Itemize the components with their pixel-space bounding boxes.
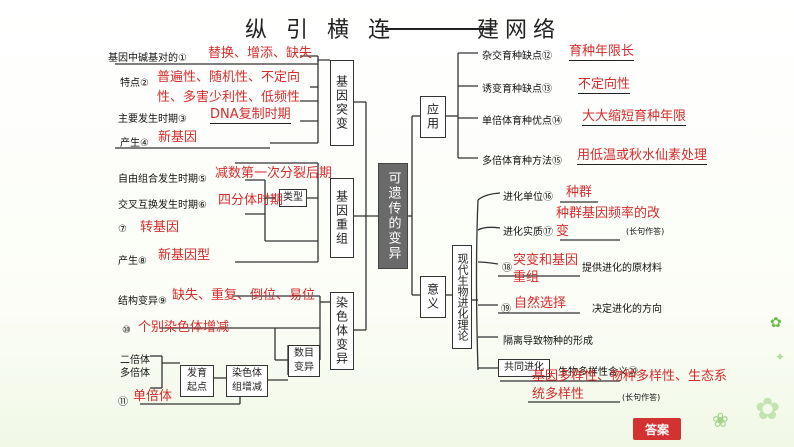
chromosome-label-4: 多倍体 — [120, 368, 150, 379]
theory-box: 现代生物进化理论 — [452, 245, 472, 349]
application-label-4: 多倍体育种方法⑮ — [482, 156, 562, 167]
chromosome-answer-1: 缺失、重复、倒位、易位 — [172, 288, 316, 303]
application-answer-3: 大大缩短育种年限 — [582, 109, 687, 126]
recombination-label-4: 产生⑧ — [118, 256, 147, 267]
recombination-answer-3: 转基因 — [140, 220, 180, 235]
origin-text: 发育起点 — [187, 368, 207, 393]
significance-box: 意义 — [420, 276, 446, 318]
significance-label-1: 进化单位⑯ — [503, 192, 553, 203]
origin-box: 发育起点 — [180, 365, 214, 397]
significance-answer-6: 基因多样性、物种多样性、生态系统多样性 — [532, 368, 732, 404]
chromosome-label-2: ⑩ — [122, 325, 131, 336]
significance-answer-1: 种群 — [566, 185, 593, 200]
coevolution-box: 共同进化 — [498, 359, 550, 377]
recombination-answer-1: 减数第一次分裂后期 — [215, 166, 333, 181]
significance-note-2: (长句作答) — [626, 227, 665, 236]
gene-mutation-answer-4: 新基因 — [158, 130, 198, 145]
application-label-2: 诱变育种缺点⑬ — [482, 84, 552, 95]
gene-mutation-box: 基因突变 — [330, 60, 354, 146]
number-variation-text: 数目变异 — [294, 348, 314, 373]
chromosome-box: 染色体变异 — [330, 292, 354, 370]
significance-suffix-3: 提供进化的原材料 — [582, 263, 662, 274]
significance-suffix-4: 决定进化的方向 — [592, 304, 662, 315]
chromosome-answer-5: 单倍体 — [133, 389, 173, 404]
leaf-icon: ❀ — [712, 408, 729, 432]
gene-mutation-label-3: 主要发生时期③ — [118, 114, 187, 125]
number-variation-box: 数目变异 — [288, 345, 320, 377]
significance-answer-3: 突变和基因重组 — [513, 252, 583, 286]
recombination-answer-4: 新基因型 — [158, 248, 211, 263]
gene-mutation-label-2: 特点② — [120, 78, 149, 89]
title-right: 建网络 — [477, 18, 562, 43]
flower-icon: ✿ — [755, 392, 781, 427]
chromosome-label-1: 结构变异⑨ — [118, 296, 167, 307]
recombination-type-box: 类型 — [279, 189, 307, 207]
page-title: 纵 引 横 连 建网络 — [245, 12, 555, 44]
gene-mutation-answer-1: 替换、增添、缺失 — [208, 46, 313, 61]
application-answer-1: 育种年限长 — [569, 44, 635, 61]
application-label-3: 单倍体育种优点⑭ — [482, 116, 562, 127]
significance-label-5: 隔离导致物种的形成 — [503, 336, 593, 347]
significance-label-2: 进化实质⑰ — [503, 227, 553, 238]
gene-mutation-label-4: 产生④ — [120, 138, 149, 149]
clover-icon: ✿ — [770, 315, 782, 331]
gene-mutation-answer-2: 普遍性、随机性、不定向性、多害少利性、低频性 — [157, 68, 322, 108]
recombination-label-1: 自由组合发生时期⑤ — [118, 174, 207, 185]
significance-answer-2: 种群基因频率的改变 — [556, 205, 666, 241]
gene-mutation-answer-3: DNA复制时期 — [210, 107, 291, 124]
recombination-answer-2: 四分体时期 — [218, 193, 284, 208]
chromosome-label-5: ⑪ — [118, 397, 128, 408]
gene-mutation-label-1: 基因中碱基对的① — [108, 53, 187, 64]
title-left: 纵 引 横 连 — [245, 18, 396, 43]
significance-note-6: (长句作答) — [622, 393, 661, 402]
significance-answer-6-text: 基因多样性、物种多样性、生态系统多样性 — [532, 369, 728, 402]
recombination-box: 基因重组 — [330, 178, 354, 258]
gene-mutation-answer-2-text: 普遍性、随机性、不定向性、多害少利性、低频性 — [157, 70, 301, 105]
application-label-1: 杂交育种缺点⑫ — [482, 51, 552, 62]
chromosome-label-3: 二倍体 — [120, 355, 150, 366]
title-dash — [385, 28, 493, 30]
recombination-label-2: 交叉互换发生时期⑥ — [118, 200, 207, 211]
application-answer-2: 不定向性 — [578, 77, 631, 94]
significance-label-4: ⑲ — [501, 304, 511, 315]
recombination-label-3: ⑦ — [118, 224, 127, 235]
chromosome-group-box: 染色体组增减 — [226, 365, 268, 397]
significance-answer-3-text: 突变和基因重组 — [513, 253, 579, 285]
significance-label-3: ⑱ — [502, 263, 512, 274]
application-box: 应用 — [420, 96, 446, 138]
answer-button[interactable]: 答案 — [633, 418, 681, 440]
significance-answer-2-text: 种群基因频率的改变 — [556, 206, 661, 239]
center-node: 可遗传的变异 — [378, 163, 408, 269]
chromosome-group-text: 染色体组增减 — [232, 368, 262, 393]
significance-label-6: 生物多样性含义⑳ — [558, 367, 638, 378]
significance-answer-4: 自然选择 — [514, 296, 567, 311]
chromosome-answer-2: 个别染色体增减 — [138, 320, 230, 335]
application-answer-4: 用低温或秋水仙素处理 — [577, 148, 708, 165]
sparkle-icon: ✦ — [775, 350, 786, 364]
